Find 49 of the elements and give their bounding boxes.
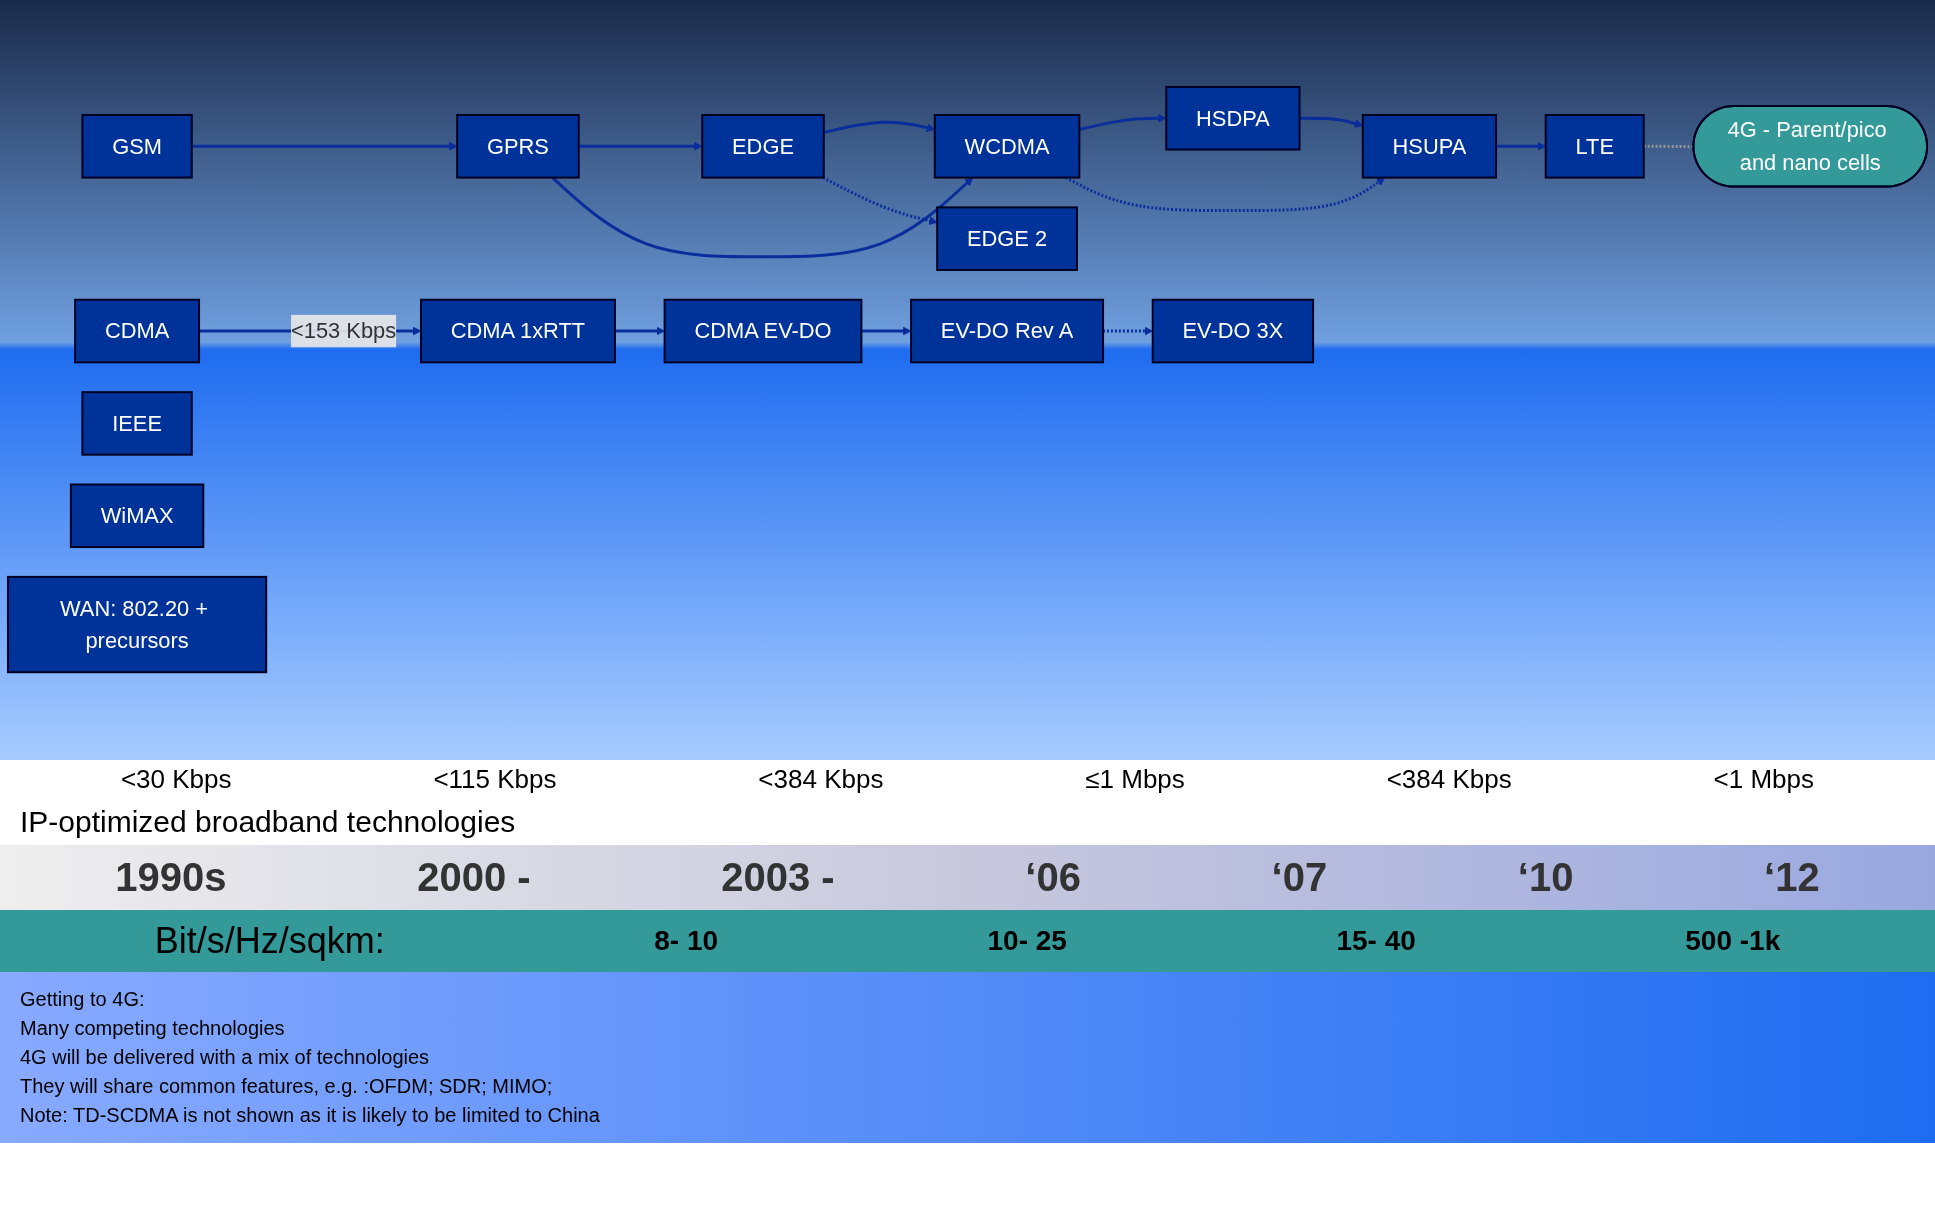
node-box: EDGE <box>701 114 825 179</box>
rate-label: <384 Kbps <box>758 764 884 795</box>
node-box: EV-DO 3X <box>1151 299 1315 364</box>
arrow <box>1079 114 1167 132</box>
value-label: 10- 25 <box>987 925 1067 957</box>
rate-label: <115 Kbps <box>433 764 557 795</box>
node-box: WiMAX <box>69 483 205 549</box>
rate-label: <1 Mbps <box>1713 764 1815 795</box>
rate-label: ≤1 Mbps <box>1085 764 1185 795</box>
node-box: WAN: 802.20 + precursors <box>6 576 268 674</box>
node-box: CDMA 1xRTT <box>419 299 616 364</box>
arrow <box>614 327 665 336</box>
arrow <box>551 176 974 259</box>
value-label: 15- 40 <box>1336 925 1416 957</box>
arrow <box>578 142 703 152</box>
year-label: 2003 - <box>721 855 835 900</box>
node-box: CDMA <box>74 299 201 364</box>
node-box: IEEE <box>81 391 193 457</box>
bullet-text: Many competing technologies <box>20 1017 286 1040</box>
bullet-text: They will share common features, e.g. :OFDM; SDR; MIMO; <box>20 1075 554 1098</box>
year-label: ‘06 <box>1025 855 1081 900</box>
year-label: 1990s <box>115 855 227 900</box>
node-box: LTE <box>1544 114 1645 179</box>
node-box: GPRS <box>456 114 580 179</box>
footnote: Note: TD-SCDMA is not shown as it is likely to be limited to China <box>20 1104 601 1127</box>
row-label: Bit/s/Hz/sqkm: <box>154 920 385 962</box>
rate-label: <384 Kbps <box>1386 764 1512 795</box>
arrow <box>861 327 912 336</box>
value-label: 8- 10 <box>654 925 719 957</box>
node-box: CDMA EV-DO <box>663 299 863 364</box>
node-box: HSDPA <box>1165 86 1301 151</box>
bullet-text: 4G will be delivered with a mix of technologies <box>20 1046 431 1069</box>
group-label: IP-optimized broadband technologies <box>20 805 516 839</box>
year-label: 2000 - <box>417 855 531 900</box>
arrow <box>191 142 458 152</box>
node-box: EV-DO Rev A <box>910 299 1105 364</box>
arrow <box>1065 176 1386 213</box>
year-label: ‘12 <box>1764 855 1820 900</box>
year-label: ‘10 <box>1517 855 1574 900</box>
node-box: EDGE 2 <box>936 206 1078 272</box>
edge-label: <153 Kbps <box>291 319 397 344</box>
rate-label: <30 Kbps <box>120 764 232 795</box>
node-box: WCDMA <box>933 114 1081 179</box>
node-box: GSM <box>81 114 193 179</box>
arrow <box>822 176 938 226</box>
node-box: HSUPA <box>1361 114 1498 179</box>
year-label: ‘07 <box>1271 855 1328 900</box>
note-heading: Getting to 4G: <box>20 988 146 1011</box>
value-label: 500 -1k <box>1685 925 1781 957</box>
